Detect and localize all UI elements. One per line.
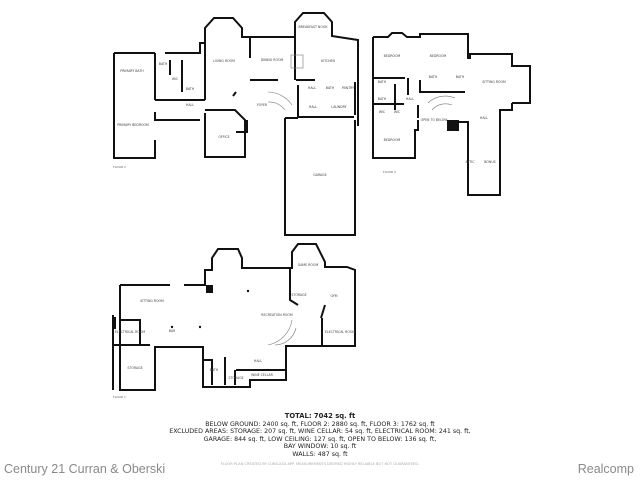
room-label: BATH xyxy=(429,75,438,79)
total-area: TOTAL: 7042 sq. ft xyxy=(284,412,356,420)
floor-label: FLOOR 2 xyxy=(113,165,126,169)
room-label: RECREATION ROOM xyxy=(261,313,293,317)
room-label: BATH xyxy=(456,75,465,79)
room-label: BEDROOM xyxy=(384,138,401,142)
room-label: OPEN TO BELOW xyxy=(421,118,449,122)
room-label: HALL xyxy=(406,97,414,101)
room-label: LIVING ROOM xyxy=(213,59,235,63)
mls-watermark: Realcomp xyxy=(577,462,634,476)
room-label: LAUNDRY xyxy=(331,105,346,109)
room-label: WIC xyxy=(379,110,386,114)
room-label: BATH xyxy=(326,86,335,90)
floor-1-plan xyxy=(112,243,356,391)
room-label: GYM xyxy=(330,294,337,298)
room-label: ATTIC xyxy=(466,160,476,164)
room-label: WIC xyxy=(172,77,179,81)
floor-2-plan xyxy=(113,12,359,236)
room-label: BONUS xyxy=(484,160,495,164)
walls-area: WALLS: 487 sq. ft xyxy=(292,450,348,458)
floor-label: FLOOR 3 xyxy=(383,170,396,174)
room-label: PRIMARY BATH xyxy=(120,69,144,73)
room-label: BATH xyxy=(186,87,195,91)
room-label: PRIMARY BEDROOM xyxy=(117,123,149,127)
room-label: OFFICE xyxy=(218,135,229,139)
room-label: BAR xyxy=(169,329,176,333)
room-label: SITTING ROOM xyxy=(140,299,164,303)
room-label: STORAGE xyxy=(127,366,142,370)
room-label: HALL xyxy=(309,105,317,109)
room-label: ELECTRICAL ROOM xyxy=(325,330,356,334)
room-label: BATH xyxy=(378,97,387,101)
brokerage-watermark: Century 21 Curran & Oberski xyxy=(4,462,166,476)
room-label: KITCHEN xyxy=(321,59,335,63)
room-label: DINING ROOM xyxy=(261,58,284,62)
room-label: BREAKFAST NOOK xyxy=(299,25,329,29)
room-label: WIC xyxy=(394,110,401,114)
room-label: STORAGE xyxy=(228,376,243,380)
room-label: HALL xyxy=(308,86,316,90)
disclaimer: FLOOR PLAN CREATED BY CUBICASA APP. MEAS… xyxy=(220,462,420,466)
room-labels: PRIMARY BATH BATH WIC BATH HALL PRIMARY … xyxy=(113,25,506,399)
room-label: BATH xyxy=(210,368,219,372)
room-label: PANTRY xyxy=(342,86,354,90)
room-label: BATH xyxy=(378,80,387,84)
excluded-areas-cont: GARAGE: 844 sq. ft, LOW CEILING: 127 sq.… xyxy=(203,435,437,443)
room-label: FOYER xyxy=(257,103,268,107)
room-label: BATH xyxy=(159,62,168,66)
room-label: WINE CELLAR xyxy=(251,373,274,377)
room-label: STORAGE xyxy=(291,293,306,297)
room-label: GARAGE xyxy=(313,173,326,177)
room-label: HALL xyxy=(254,359,262,363)
room-label: HALL xyxy=(186,103,194,107)
bay-window-area: BAY WINDOW: 10 sq. ft xyxy=(283,443,357,451)
room-label: ELECTRICAL ROOM xyxy=(115,330,146,334)
area-summary: TOTAL: 7042 sq. ft BELOW GROUND: 2400 sq… xyxy=(140,412,500,459)
room-label: HALL xyxy=(480,116,488,120)
floor-label: FLOOR 1 xyxy=(113,395,126,399)
room-label: SITTING ROOM xyxy=(482,80,506,84)
room-label: BEDROOM xyxy=(384,54,401,58)
room-label: BEDROOM xyxy=(430,54,447,58)
floor-3-plan xyxy=(372,32,531,196)
room-label: GAME ROOM xyxy=(298,263,319,267)
excluded-areas: EXCLUDED AREAS: STORAGE: 207 sq. ft, WIN… xyxy=(169,428,471,436)
area-breakdown: BELOW GROUND: 2400 sq. ft, FLOOR 2: 2880… xyxy=(205,420,435,428)
